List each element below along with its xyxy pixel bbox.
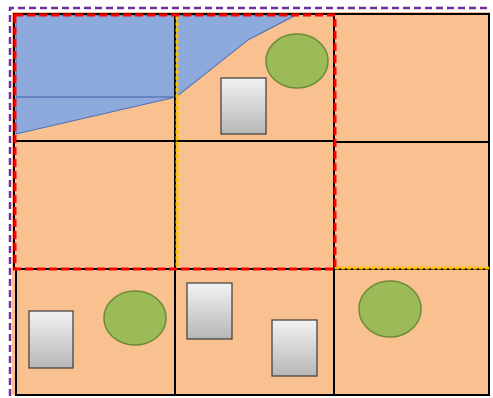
grid-tile-r3-c3 bbox=[333, 268, 490, 396]
tree bbox=[358, 280, 422, 338]
selection-boundary bbox=[13, 13, 337, 271]
tree bbox=[103, 290, 167, 346]
building bbox=[186, 282, 233, 340]
building bbox=[220, 77, 267, 135]
outer-boundary bbox=[8, 6, 490, 396]
tree bbox=[265, 33, 329, 89]
building bbox=[28, 310, 74, 369]
building bbox=[271, 319, 318, 377]
